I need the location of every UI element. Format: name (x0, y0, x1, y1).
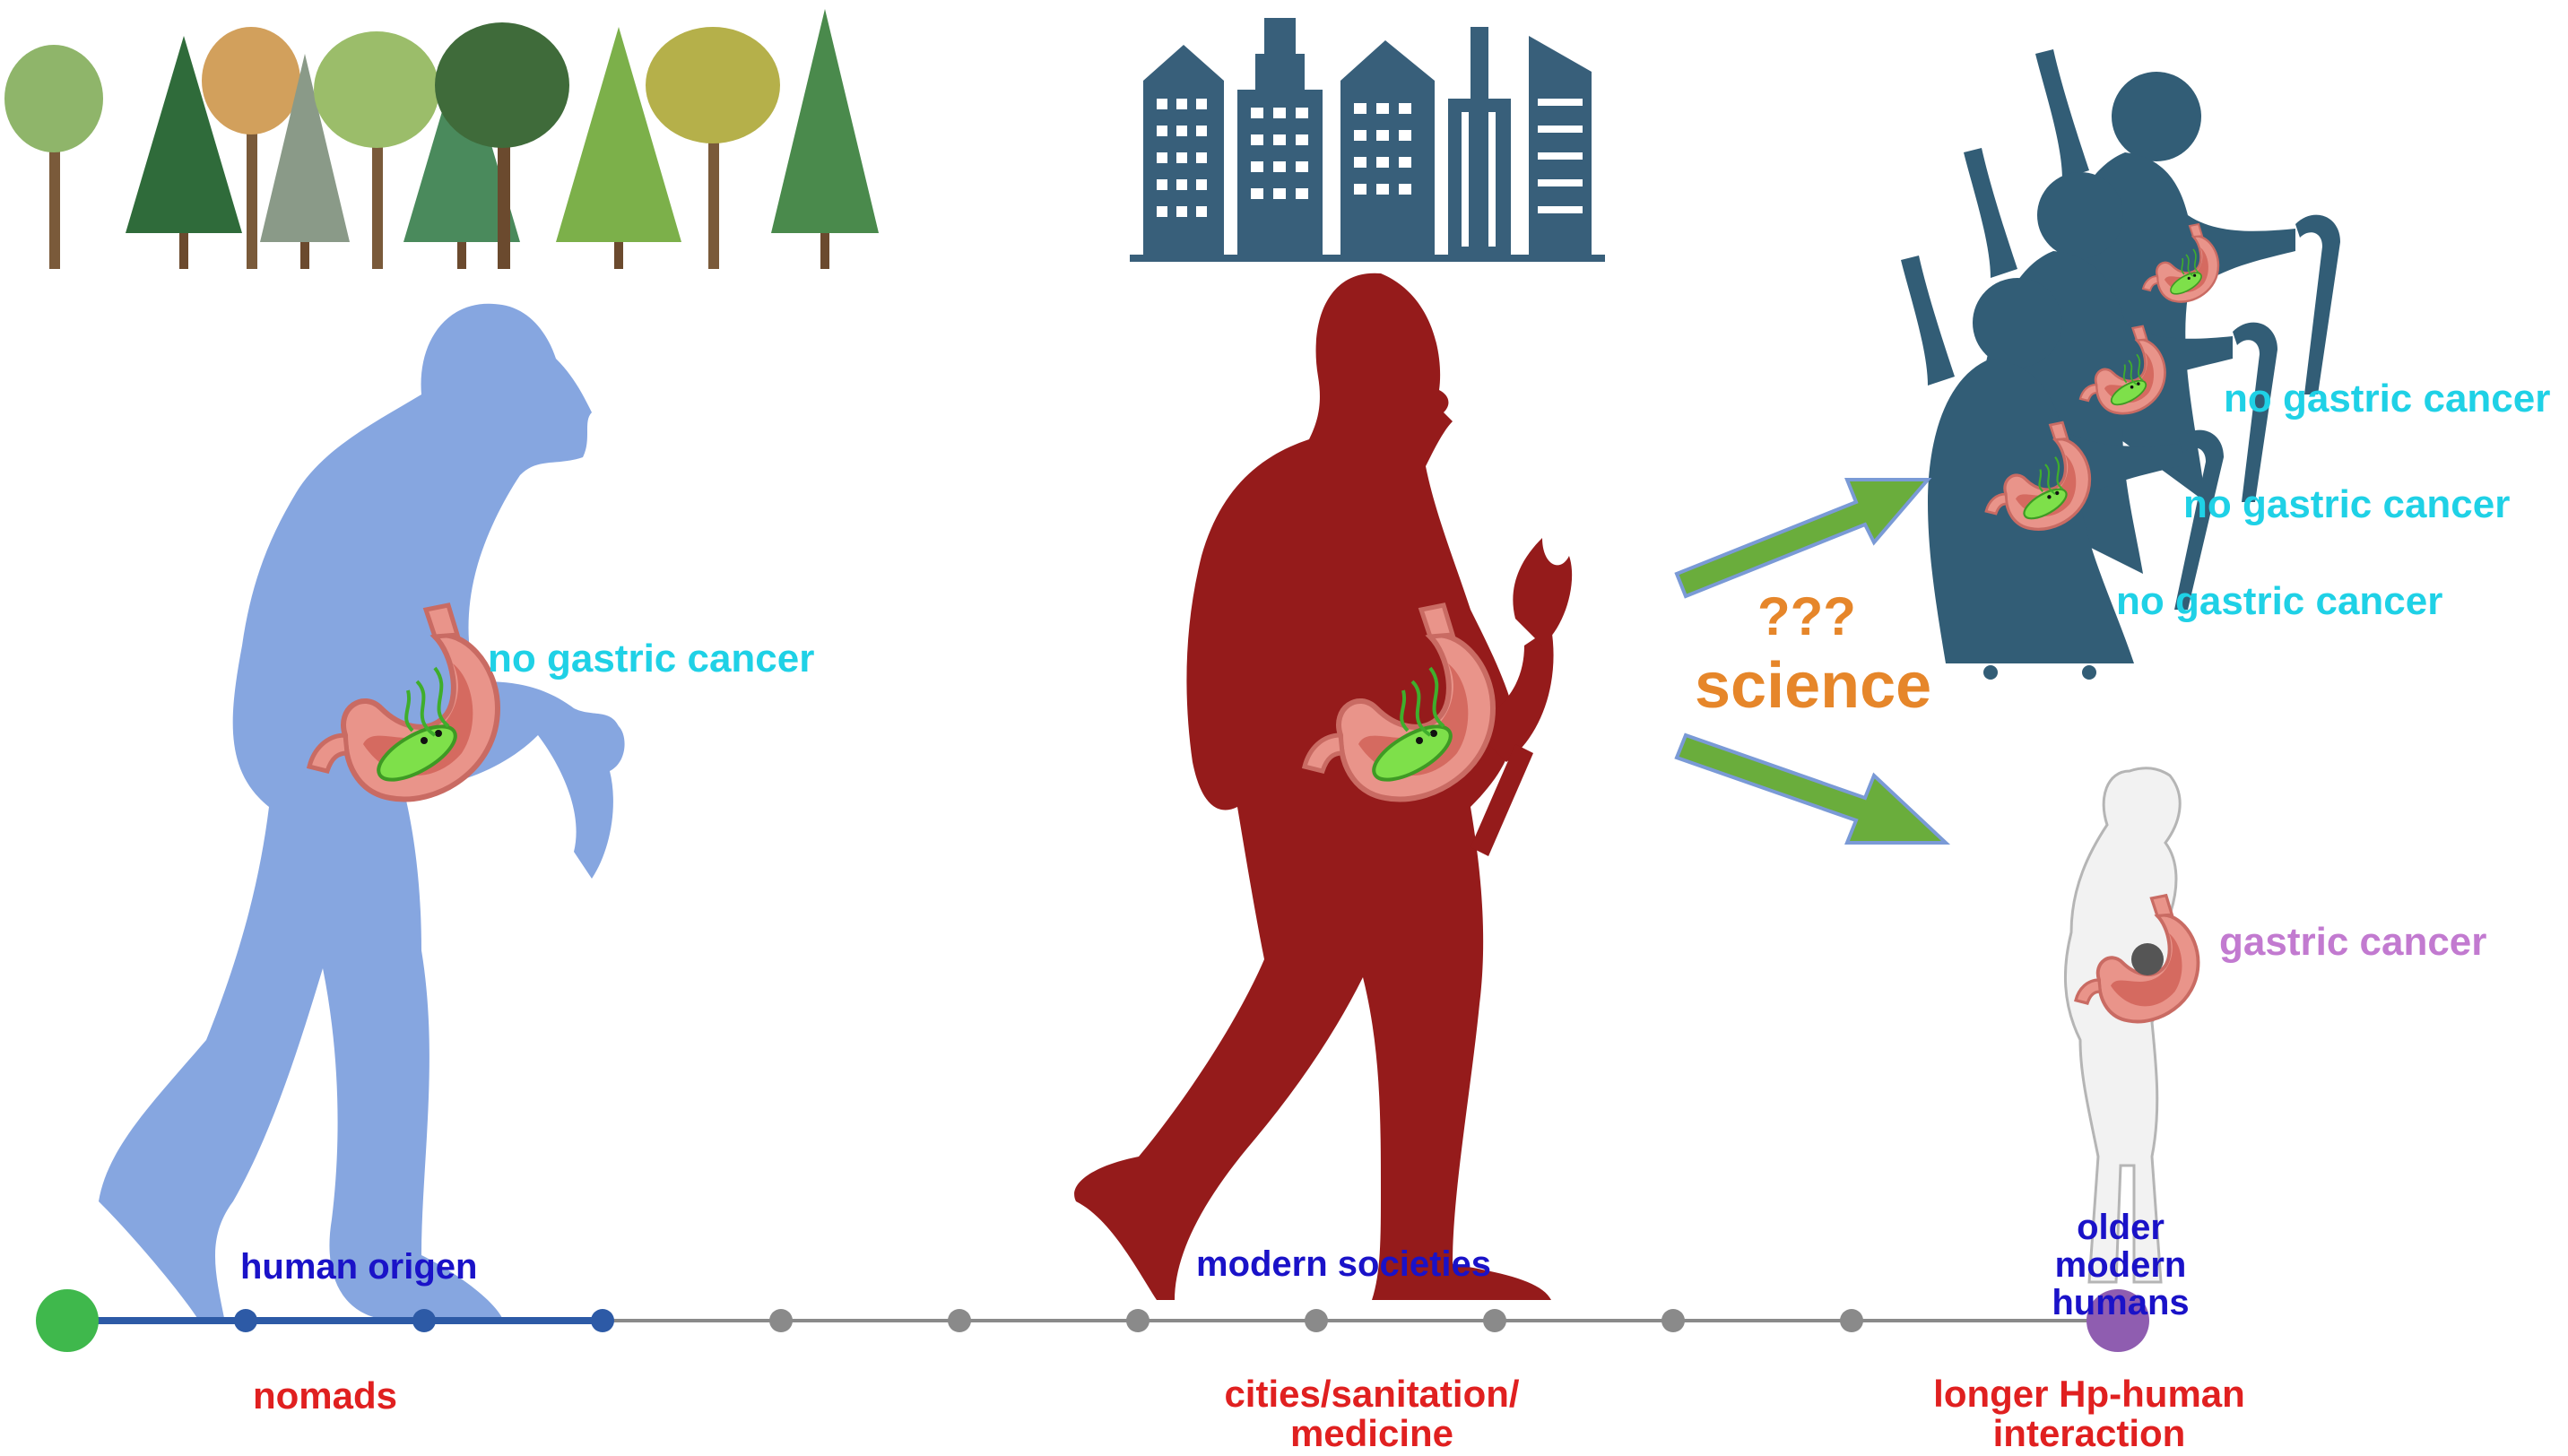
pine-tree-icon (556, 27, 681, 269)
forest-illustration (4, 9, 879, 269)
arrow-up-right-icon (1674, 478, 1932, 599)
deciduous-tree-icon (646, 27, 780, 269)
label-modern-societies: modern societies (1196, 1244, 1492, 1284)
pine-tree-icon (126, 36, 242, 269)
pine-tree-icon (260, 54, 350, 269)
label-nomads: nomads (253, 1374, 398, 1417)
timeline-node (412, 1309, 436, 1332)
label-no-gastric-cancer-elder-2: no gastric cancer (2183, 482, 2511, 526)
modern-human-silhouette (1074, 273, 1573, 1300)
label-question-marks: ??? (1757, 586, 1856, 646)
arrow-down-right-icon (1674, 732, 1951, 845)
label-older-modern-humans: older modern humans (2052, 1208, 2190, 1322)
timeline-end-node (2086, 1289, 2149, 1352)
timeline-start-node (36, 1289, 99, 1352)
timeline-node (769, 1309, 793, 1332)
timeline-node (1840, 1309, 1863, 1332)
deciduous-tree-icon (435, 22, 569, 269)
pine-tree-icon (403, 45, 520, 269)
label-no-gastric-cancer-ancient: no gastric cancer (488, 637, 815, 680)
timeline-node (591, 1309, 614, 1332)
timeline (36, 1289, 2149, 1352)
timeline-node (1483, 1309, 1506, 1332)
pine-tree-icon (771, 9, 879, 269)
label-human-origin: human origen (240, 1247, 478, 1287)
timeline-node (234, 1309, 257, 1332)
label-no-gastric-cancer-elder-1: no gastric cancer (2224, 377, 2551, 420)
gastric-cancer-patient-illustration (2063, 767, 2200, 1284)
city-skyline-illustration (1130, 18, 1605, 262)
timeline-node (948, 1309, 971, 1332)
label-cities-sanitation-medicine: cities/sanitation/ medicine (1224, 1373, 1520, 1455)
ancient-human-silhouette (99, 303, 625, 1318)
label-no-gastric-cancer-elder-3: no gastric cancer (2116, 579, 2443, 623)
deciduous-tree-icon (4, 45, 103, 269)
deciduous-tree-icon (202, 27, 300, 269)
deciduous-tree-icon (314, 31, 439, 269)
label-longer-interaction: longer Hp-human interaction (1933, 1373, 2245, 1455)
label-science: science (1695, 650, 1932, 722)
timeline-node (1126, 1309, 1150, 1332)
timeline-node (1661, 1309, 1685, 1332)
timeline-node (1305, 1309, 1328, 1332)
label-gastric-cancer: gastric cancer (2219, 920, 2487, 964)
